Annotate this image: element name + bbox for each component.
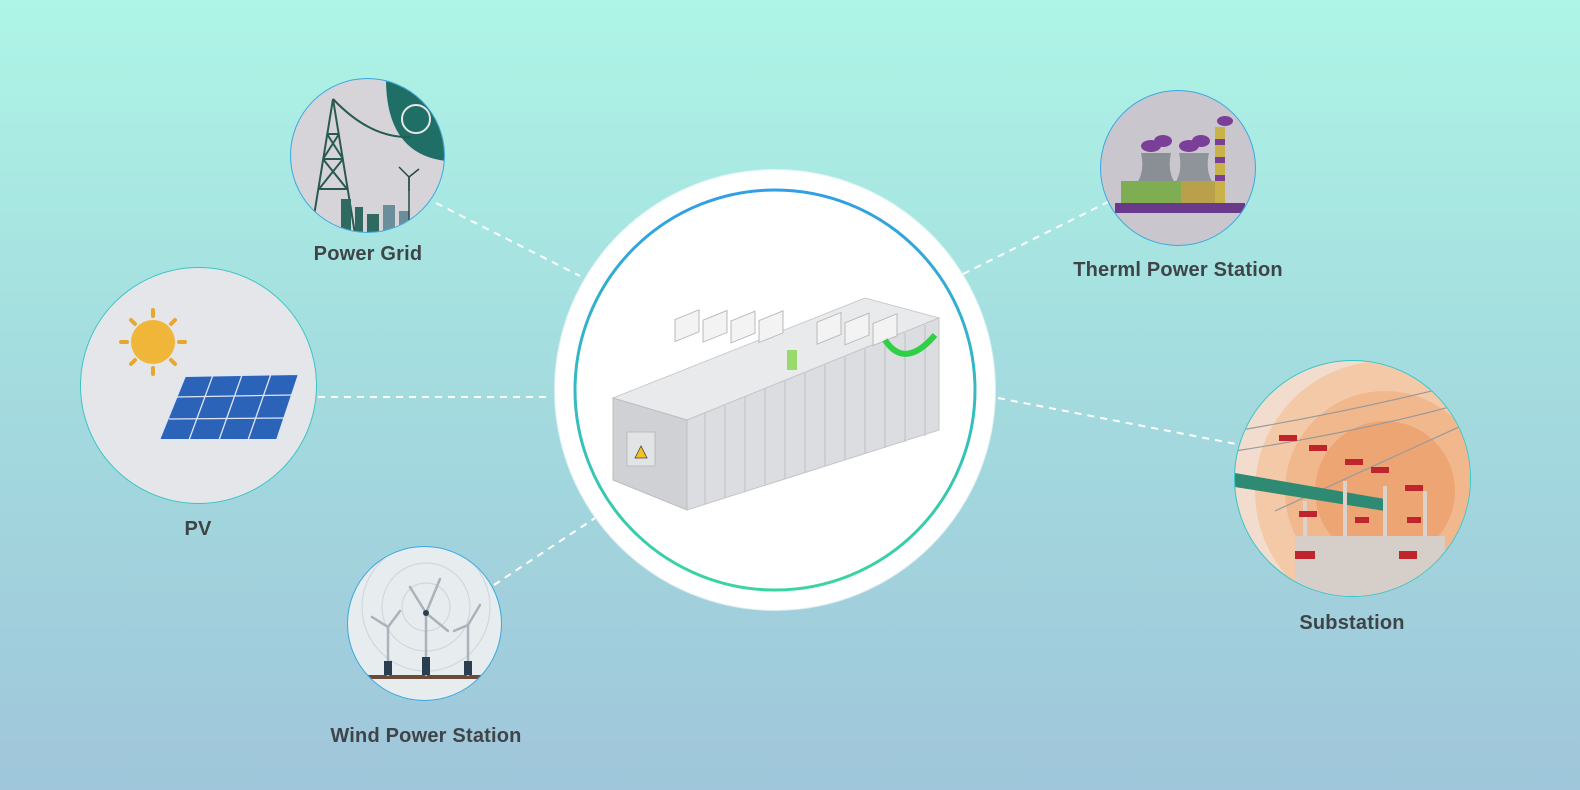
- connector-thermal: [962, 201, 1109, 275]
- wind-turbine-icon: [361, 547, 491, 679]
- node-wind: [347, 546, 502, 701]
- connector-substation: [997, 397, 1237, 445]
- center-hub: [555, 170, 995, 610]
- solar-panel-icon: [119, 308, 301, 441]
- node-pv: [80, 267, 317, 504]
- node-power-grid: [290, 78, 445, 233]
- power-grid-label: Power Grid: [313, 243, 423, 265]
- battery-container-illustration: [573, 188, 977, 592]
- node-thermal: [1100, 90, 1256, 246]
- connector-power-grid: [435, 202, 581, 277]
- node-substation: [1234, 360, 1471, 597]
- battery-storage-container-icon: [611, 297, 941, 511]
- substation-label: Substation: [1299, 612, 1405, 634]
- sun-icon: [119, 308, 187, 376]
- connector-wind: [493, 517, 596, 586]
- substation-icon: [1235, 361, 1470, 596]
- thermal-label: Therml Power Station: [1073, 259, 1283, 281]
- thermal-plant-icon: [1115, 116, 1245, 213]
- pv-label: PV: [184, 518, 212, 540]
- wind-label: Wind Power Station: [330, 725, 522, 747]
- power-grid-icon: [310, 79, 444, 232]
- center-ring: [573, 188, 977, 592]
